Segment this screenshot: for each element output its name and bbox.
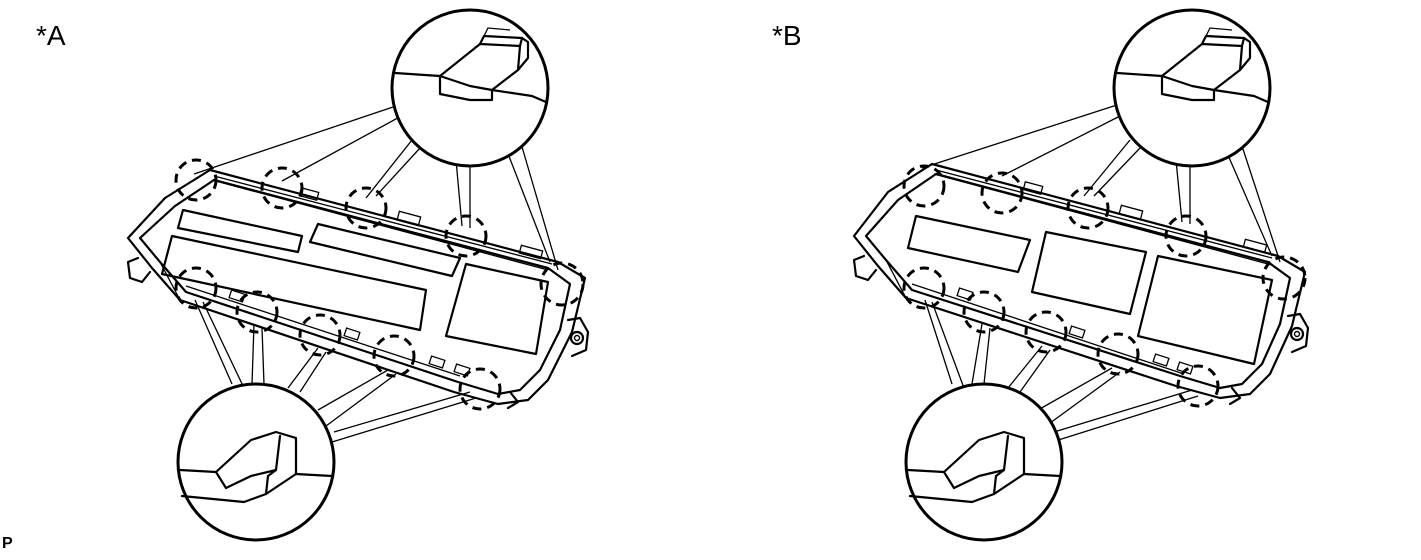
view-a-upper-claw-3	[344, 186, 388, 230]
view-b-label: *B	[772, 20, 802, 51]
corner-code-label: P	[2, 535, 13, 552]
view-a-lower-claw-4	[372, 334, 416, 378]
view-b-upper-claw-1	[902, 164, 946, 208]
view-b-panel-body	[852, 162, 1310, 406]
view-a-upper-claw-1	[174, 158, 218, 202]
view-a-panel-body	[126, 168, 590, 410]
view-a-upper-claw-detail	[390, 8, 550, 168]
view-b-claw-markers	[902, 164, 1307, 408]
view-a-label: *A	[36, 20, 66, 51]
view-a-display-opening-2	[308, 222, 462, 278]
view-b-lower-claw-4	[1096, 332, 1140, 376]
view-b-upper-claw-2	[980, 171, 1024, 215]
view-b-upper-claw-3	[1066, 186, 1110, 230]
view-a-lower-claw-detail	[176, 382, 336, 542]
view-a-upper-claw-2	[260, 166, 304, 210]
view-b-upper-claw-4	[1164, 214, 1208, 258]
view-b-display-openings	[906, 214, 1274, 366]
view-a-gauge-opening	[444, 262, 550, 356]
view-a-lower-claw-3	[298, 313, 342, 357]
view-a-display-openings	[160, 208, 550, 356]
view-a-display-opening-3	[160, 234, 428, 332]
view-b-lower-claw-1	[902, 266, 946, 310]
view-b-lower-claw-5	[1176, 364, 1220, 408]
view-a-claw-markers	[174, 158, 585, 411]
view-b-lower-claw-2	[962, 290, 1006, 334]
view-b-display-opening-2	[1030, 230, 1148, 316]
view-b-upper-claw-detail	[1112, 8, 1272, 168]
view-a-lower-claw-2	[235, 290, 279, 334]
view-b-display-opening-1	[906, 214, 1032, 274]
view-a-lower-claw-1	[174, 266, 218, 310]
view-a-diagram	[126, 8, 590, 542]
view-a-upper-claw-5	[539, 261, 585, 307]
view-a-lower-leaders	[194, 299, 477, 443]
view-b-display-opening-3	[1136, 254, 1274, 366]
view-b-lower-claw-3	[1024, 310, 1068, 354]
view-b-diagram	[852, 8, 1310, 542]
view-b-lower-claw-detail	[904, 382, 1064, 542]
view-b-upper-claw-5	[1261, 255, 1307, 301]
view-b-upper-leaders	[921, 103, 1281, 263]
view-a-upper-claw-4	[444, 214, 488, 258]
view-a-lower-claw-5	[458, 367, 502, 411]
view-a-display-opening-1	[176, 208, 304, 254]
view-b-lower-leaders	[924, 299, 1199, 443]
